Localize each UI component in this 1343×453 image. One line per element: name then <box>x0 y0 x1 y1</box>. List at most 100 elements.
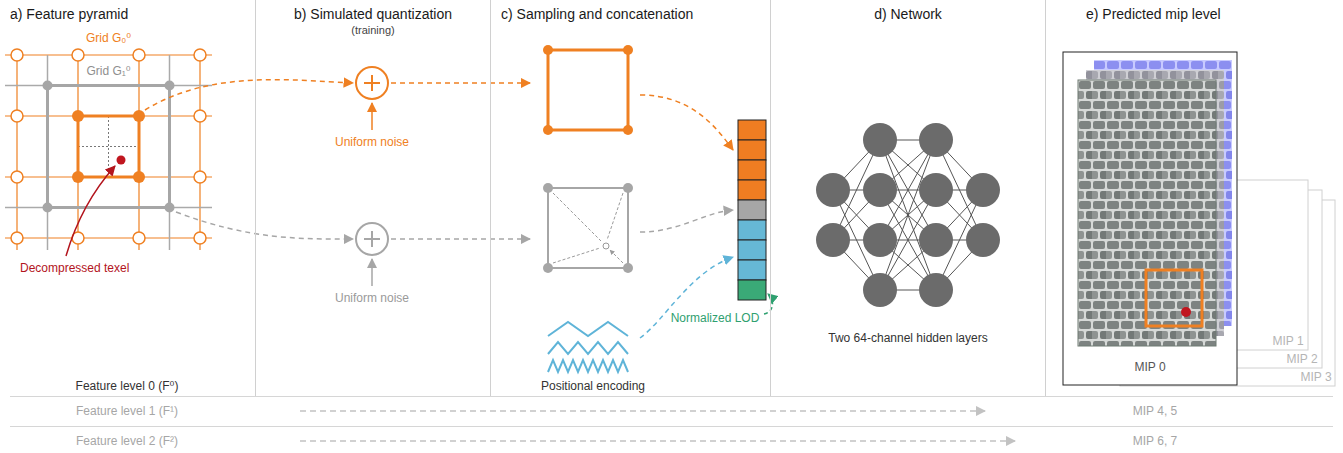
neuron <box>816 173 850 207</box>
feature-cell <box>738 120 766 140</box>
flow-arrow <box>640 257 733 338</box>
subdivision-lines <box>78 116 139 177</box>
annotation-label: Feature level 2 (F²) <box>76 434 178 448</box>
texel-region <box>1146 270 1202 326</box>
neuron <box>863 173 897 207</box>
annotation-label: Grid G₁⁰ <box>85 64 131 78</box>
annotation-label: MIP 3 <box>1300 370 1331 384</box>
annotation-label: MIP 4, 5 <box>1133 404 1177 418</box>
grid-node <box>11 49 23 61</box>
feature-cell <box>738 260 766 280</box>
grid-node <box>11 232 23 244</box>
row-rule <box>10 397 1333 427</box>
encoding-wave <box>548 322 628 336</box>
grid-node <box>11 171 23 183</box>
grid-node <box>133 232 145 244</box>
grid-node <box>543 263 553 273</box>
grid-node <box>194 232 206 244</box>
annotation-label: Positional encoding <box>541 379 645 393</box>
feature-cell <box>738 220 766 240</box>
flow-arrow <box>640 210 733 232</box>
annotation-label: Feature level 1 (F¹) <box>76 404 178 418</box>
neuron <box>919 173 953 207</box>
panel: a) Feature pyramid <box>0 0 255 396</box>
grid-cell <box>48 86 170 208</box>
grid-node <box>133 49 145 61</box>
panel: b) Simulated quantization(training) <box>255 0 490 396</box>
texel-dot <box>1181 307 1191 317</box>
panel-heading: c) Sampling and concatenation <box>501 6 770 24</box>
grid-node <box>623 125 633 135</box>
annotation-label: Uniform noise <box>335 135 409 149</box>
grid-node <box>165 203 175 213</box>
grid-node <box>72 171 84 183</box>
neuron <box>919 223 953 257</box>
feature-cell <box>738 140 766 160</box>
network-weights <box>833 140 983 290</box>
panel-heading: d) Network <box>771 6 1045 24</box>
annotation-label: MIP 6, 7 <box>1133 434 1177 448</box>
grid-node <box>623 263 633 273</box>
neuron <box>816 223 850 257</box>
grid-node <box>543 45 553 55</box>
feature-cell <box>738 200 766 220</box>
interpolation-arrows <box>553 193 623 263</box>
plus-sign <box>364 231 380 247</box>
annotation-label: Decompressed texel <box>20 261 129 275</box>
encoding-wave <box>548 342 628 354</box>
annotation-label: MIP 0 <box>1134 360 1165 374</box>
grid-node <box>194 171 206 183</box>
grid-node <box>133 171 145 183</box>
annotation-label: Normalized LOD <box>671 311 760 325</box>
neuron <box>863 223 897 257</box>
grid-node <box>623 45 633 55</box>
sample-point <box>603 243 609 249</box>
annotation-label: Feature level 0 (F⁰) <box>76 379 179 393</box>
annotation-label: Two 64-channel hidden layers <box>828 331 987 345</box>
noise-arrow <box>371 259 373 286</box>
flow-arrow <box>145 80 353 110</box>
annotation-label: Grid G₀⁰ <box>85 31 132 45</box>
add-symbol <box>356 223 388 255</box>
grid-node <box>43 203 53 213</box>
flow-arrow <box>300 440 1015 442</box>
feature-cell <box>738 180 766 200</box>
grid-node <box>133 110 145 122</box>
texel-dot <box>117 156 126 165</box>
panel: c) Sampling and concatenation <box>490 0 770 396</box>
grid-node <box>194 110 206 122</box>
grid-node <box>543 125 553 135</box>
flow-arrow <box>391 82 530 84</box>
grid-lines <box>5 55 212 250</box>
neuron <box>863 273 897 307</box>
sample-cell <box>548 50 628 130</box>
neuron <box>919 273 953 307</box>
flow-arrow <box>391 238 530 240</box>
grid-lines <box>5 55 212 250</box>
neuron <box>919 123 953 157</box>
feature-cell <box>738 160 766 180</box>
annotation-label: Uniform noise <box>335 291 409 305</box>
leader-arrow <box>66 166 115 256</box>
panel-heading: b) Simulated quantization <box>256 6 490 24</box>
flow-arrow <box>176 212 353 239</box>
flow-arrow <box>300 410 985 412</box>
mip-frame <box>1063 52 1237 385</box>
grid-node <box>11 110 23 122</box>
feature-cell <box>738 240 766 260</box>
grid-node <box>623 183 633 193</box>
panel-heading: e) Predicted mip level <box>1086 6 1343 24</box>
grid-cell <box>78 116 139 177</box>
add-symbol <box>356 67 388 99</box>
panel-subheading: (training) <box>256 24 490 38</box>
panel-heading: a) Feature pyramid <box>10 6 255 24</box>
grid-node <box>72 49 84 61</box>
texture-image <box>1078 80 1216 346</box>
flow-arrow <box>640 95 733 150</box>
encoding-wave <box>548 360 628 372</box>
grid-node <box>194 49 206 61</box>
